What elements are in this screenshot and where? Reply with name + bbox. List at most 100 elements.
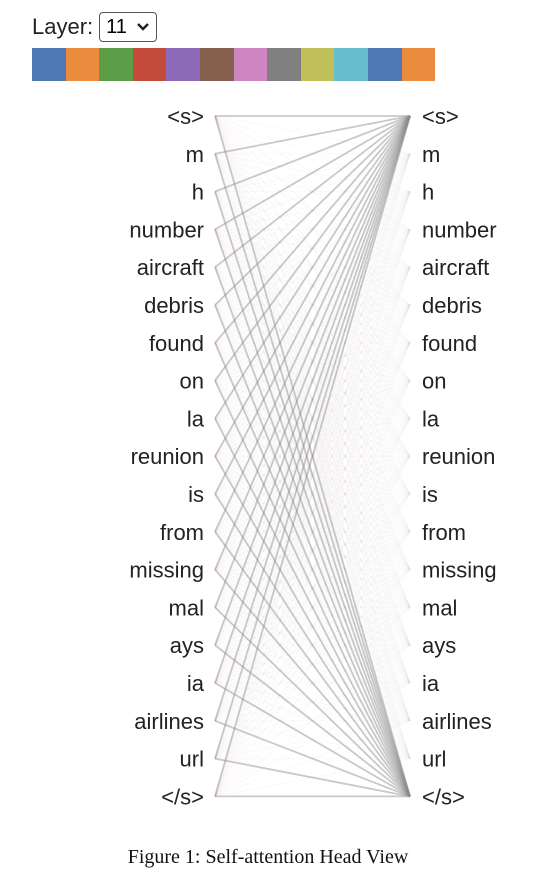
left-token[interactable]: from [160,520,204,545]
attention-line [214,229,411,381]
left-token[interactable]: <s> [167,104,204,129]
attention-line [214,304,411,457]
attention-line [214,191,411,759]
attention-line [214,417,411,457]
right-token[interactable]: aircraft [422,255,489,280]
attention-line [214,644,411,684]
right-token[interactable]: missing [422,558,497,583]
right-token[interactable]: </s> [422,784,465,809]
left-token[interactable]: reunion [131,444,204,469]
head-swatch-1[interactable] [32,48,66,81]
left-token[interactable]: la [187,406,205,431]
left-token[interactable]: debris [144,293,204,318]
attention-line [214,304,411,344]
left-token[interactable]: aircraft [137,255,204,280]
head-swatch-6[interactable] [199,48,234,81]
head-swatch-3[interactable] [99,48,133,81]
attention-line [214,266,411,306]
right-token[interactable]: airlines [422,709,492,734]
attention-line [214,418,411,570]
attention-line [214,153,411,268]
attention-line [214,380,411,419]
right-token[interactable]: found [422,331,477,356]
attention-line [214,153,411,533]
left-token[interactable]: on [180,369,204,394]
left-token[interactable]: ays [170,633,204,658]
right-token[interactable]: mal [422,595,457,620]
right-token[interactable]: url [422,747,446,772]
right-token[interactable]: h [422,180,434,205]
attention-line [214,115,411,230]
right-token[interactable]: from [422,520,466,545]
right-token[interactable]: m [422,142,440,167]
left-token[interactable]: h [192,180,204,205]
attention-line [214,569,411,722]
attention-line [214,191,411,646]
attention-line [214,115,411,759]
attention-line [214,418,411,684]
right-tokens: <s> mh number aircraft debris found on la reunio… [422,104,497,809]
right-token[interactable]: <s> [422,104,459,129]
attention-line [214,153,411,570]
left-token[interactable]: missing [129,558,204,583]
attention-line [214,267,411,797]
layer-select[interactable]: 11 [99,12,158,42]
head-swatch-7[interactable] [233,48,268,81]
left-token[interactable]: mal [169,595,204,620]
attention-line [214,115,411,570]
attention-line [214,380,411,457]
attention-line [214,380,411,646]
right-token[interactable]: ays [422,633,456,658]
head-swatch-10[interactable] [334,48,368,81]
right-token[interactable]: number [422,217,497,242]
attention-line [214,607,411,797]
left-token[interactable]: </s> [161,784,204,809]
right-token[interactable]: on [422,369,446,394]
attention-line [214,115,411,230]
attention-line [214,493,411,797]
attention-line [214,493,411,608]
attention-line [214,304,411,684]
head-swatch-12[interactable] [401,48,436,81]
attention-line [214,455,411,571]
right-token[interactable]: debris [422,293,482,318]
head-swatch-8[interactable] [267,48,301,81]
attention-line [214,191,411,759]
left-token[interactable]: number [129,217,204,242]
attention-line [214,191,411,306]
right-token[interactable]: reunion [422,444,495,469]
attention-line [214,531,411,571]
attention-line [214,417,411,533]
left-token[interactable]: m [186,142,204,167]
left-token[interactable]: airlines [134,709,204,734]
attention-line [214,191,411,419]
attention-line [214,191,411,495]
left-token[interactable]: found [149,331,204,356]
attention-line [214,191,411,457]
head-swatch-9[interactable] [300,48,335,81]
right-token[interactable]: is [422,482,438,507]
left-token[interactable]: ia [187,671,205,696]
attention-line [214,191,411,344]
left-token[interactable]: url [180,747,204,772]
head-swatch-4[interactable] [132,48,167,81]
attention-line [214,191,411,268]
attention-line [214,342,411,646]
head-swatch-11[interactable] [367,48,402,81]
right-token[interactable]: la [422,406,440,431]
head-swatch-2[interactable] [65,48,100,81]
attention-line [214,342,411,759]
attention-line [214,569,411,608]
attention-line [214,229,411,381]
attention-line [214,115,411,155]
attention-line [214,418,411,646]
attention-line [214,569,411,684]
attention-line [214,229,411,759]
right-token[interactable]: ia [422,671,440,696]
left-token[interactable]: is [188,482,204,507]
attention-line [214,455,411,722]
attention-line [214,342,411,570]
attention-line [214,493,411,797]
left-tokens: <s> mh number aircraft debris found on la reunio… [129,104,204,809]
head-swatch-5[interactable] [166,48,200,81]
